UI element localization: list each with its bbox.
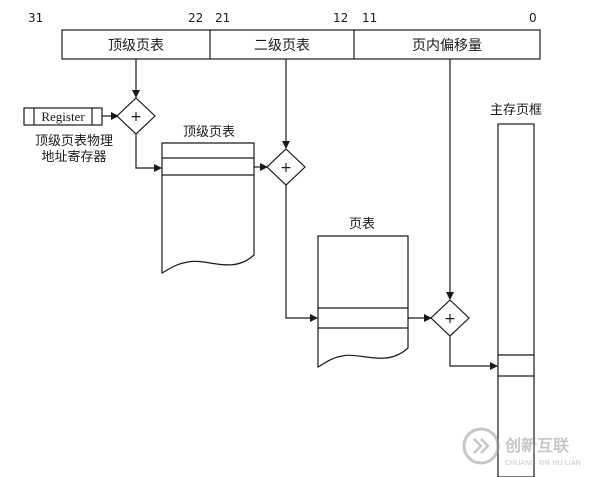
adder3-plus: +	[444, 311, 456, 327]
adder1-plus: +	[130, 109, 142, 125]
watermark-logo-mark	[473, 438, 490, 454]
watermark-sub: CHUANG XIN HU LIAN	[505, 459, 581, 467]
adder3-to-main-memory-arrow	[449, 336, 498, 370]
adder1-to-top-table-arrow	[135, 134, 162, 172]
bit-label-12: 12	[333, 11, 348, 25]
register-label: Register	[41, 109, 85, 124]
top-level-table	[161, 142, 255, 274]
main-memory-column	[497, 123, 535, 477]
bit-label-0: 0	[529, 11, 537, 25]
field-page-offset: 页内偏移量	[412, 38, 482, 54]
watermark-logo: 创新互联 CHUANG XIN HU LIAN	[462, 427, 581, 467]
field-top-level-index: 顶级页表	[108, 38, 164, 54]
watermark-logo-icon	[462, 427, 500, 465]
adder2-plus: +	[280, 160, 292, 176]
watermark-brand: 创新互联	[504, 436, 569, 455]
page-table	[317, 235, 409, 368]
bit-label-21: 21	[215, 11, 230, 25]
register-caption-line2: 地址寄存器	[41, 149, 106, 165]
main-memory-title: 主存页框	[490, 103, 542, 118]
virtual-address-bar	[61, 29, 541, 60]
adder2-to-page-table-arrow	[285, 185, 318, 322]
bit-label-31: 31	[28, 11, 43, 25]
page-table-title: 页表	[349, 217, 375, 232]
top-level-table-title: 顶级页表	[183, 125, 235, 140]
register-caption-line1: 顶级页表物理	[35, 134, 113, 149]
bit-label-22: 22	[188, 11, 203, 25]
field-second-level-index: 二级页表	[254, 38, 310, 54]
bit-label-11: 11	[362, 11, 377, 25]
